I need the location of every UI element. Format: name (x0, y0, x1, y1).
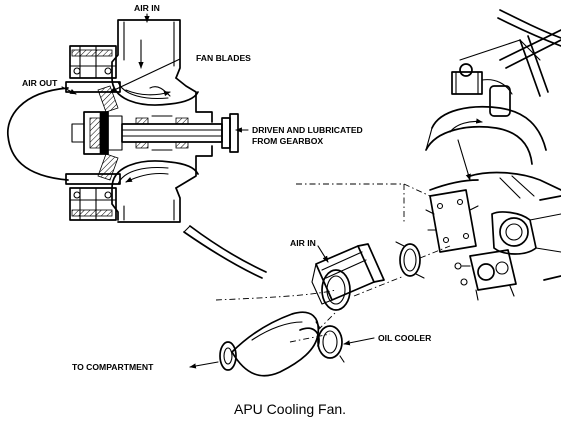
figure-caption: APU Cooling Fan. (234, 401, 346, 417)
mounting-plate (429, 189, 477, 253)
upper-volute (111, 77, 199, 106)
label-oil-cooler: OIL COOLER (378, 333, 432, 343)
upper-fan-blade (97, 85, 119, 113)
drive-shaft (121, 123, 223, 143)
label-air-out: AIR OUT (22, 78, 58, 88)
flexible-hose (183, 225, 267, 279)
compartment-duct (189, 311, 320, 377)
upper-duct (431, 105, 547, 151)
fan-cross-section (7, 19, 239, 223)
label-fan-blades: FAN BLADES (196, 53, 251, 63)
label-to-compartment: TO COMPARTMENT (72, 362, 154, 372)
inlet-duct (111, 19, 181, 79)
air-out-loop (7, 87, 69, 181)
label-air-in-top: AIR IN (134, 3, 160, 13)
oil-cooler (315, 321, 375, 363)
small-ring (399, 243, 421, 277)
label-driven-line2: FROM GEARBOX (252, 136, 323, 146)
alignment-lines (215, 183, 451, 343)
lower-volute (111, 160, 199, 189)
engine-assembly (311, 9, 561, 311)
label-air-in-lower: AIR IN (290, 238, 316, 248)
section-leaders (61, 13, 249, 133)
label-driven-line1: DRIVEN AND LUBRICATED (252, 125, 363, 135)
